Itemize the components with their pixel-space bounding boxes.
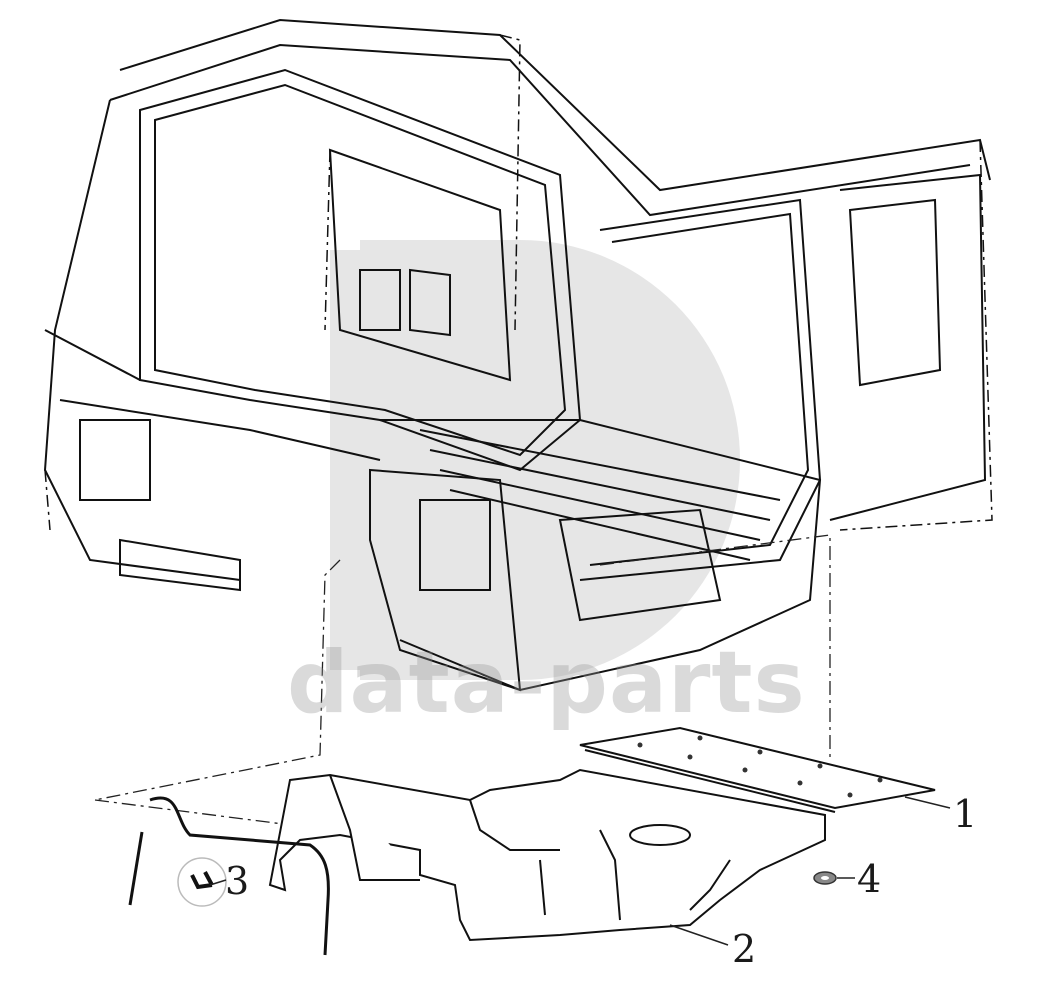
cab-body-frame bbox=[43, 18, 991, 692]
callout-number-3: 3 bbox=[225, 859, 250, 903]
callout-number-1: 1 bbox=[953, 792, 978, 836]
floor-insulation-mat bbox=[268, 768, 826, 942]
watermark-text: data-parts bbox=[287, 633, 806, 733]
callout-leader-2 bbox=[669, 924, 729, 946]
callout-number-4: 4 bbox=[857, 857, 882, 901]
callout-number-2: 2 bbox=[732, 927, 757, 971]
cab-hidden-edges bbox=[44, 34, 993, 531]
callout-leader-1 bbox=[904, 796, 951, 809]
cable-assembly bbox=[128, 796, 330, 956]
grommet-washer bbox=[813, 871, 837, 885]
callout-leader-3 bbox=[209, 879, 227, 886]
cable-clip bbox=[177, 857, 227, 907]
watermark-logo bbox=[330, 240, 740, 680]
callout-leaders bbox=[209, 796, 951, 946]
floor-cover-plate bbox=[579, 726, 936, 813]
